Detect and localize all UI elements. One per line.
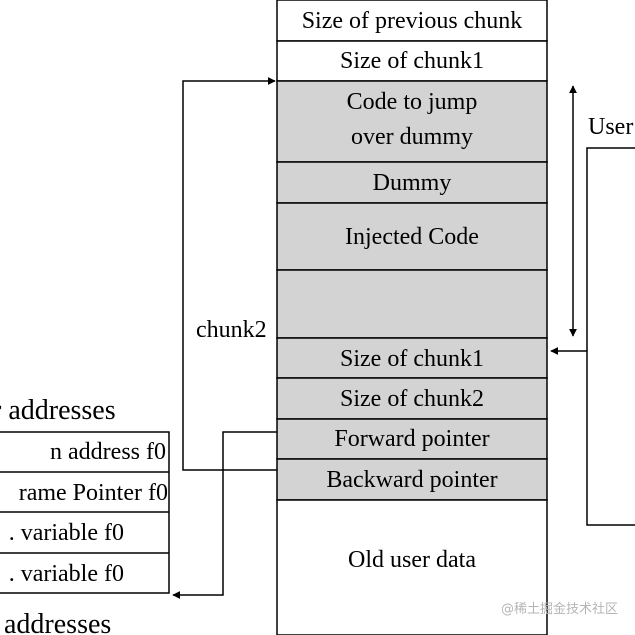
- heap-cell-fwd: [276, 418, 548, 460]
- heap-cell-prev-size: [276, 0, 548, 42]
- user-pointer-bracket: [586, 147, 635, 526]
- heap-cell-label-size2: Size of chunk2: [340, 386, 484, 412]
- forward-pointer-arrow: [172, 431, 277, 599]
- heap-cell-label-dummy: Dummy: [373, 170, 452, 196]
- user-label: User: [588, 114, 633, 140]
- watermark: @稀土掘金技术社区: [501, 601, 618, 617]
- heap-cell-size2: [276, 377, 548, 420]
- chunk2-label: chunk2: [196, 317, 267, 343]
- heap-cell-size1-top: [276, 40, 548, 82]
- backward-pointer-arrow: [182, 77, 277, 471]
- heap-cell-old-data: [276, 499, 548, 635]
- heap-cell-label-jump-code: Code to jump: [347, 89, 478, 115]
- stack-high-addresses-label: r addresses: [0, 395, 116, 426]
- heap-cell-label-injected: Injected Code: [345, 224, 479, 250]
- heap-cell-label-size1-top: Size of chunk1: [340, 48, 484, 74]
- heap-cell-size1-mid: [276, 337, 548, 379]
- heap-cell-bwd: [276, 458, 548, 501]
- stack-row-return-address: n address f0: [50, 439, 166, 465]
- heap-cell-label-old-data: Old user data: [348, 547, 476, 573]
- stack-row-local-variable: . variable f0: [9, 561, 124, 587]
- heap-cell-injected: [276, 202, 548, 271]
- heap-cell-label-prev-size: Size of previous chunk: [302, 8, 523, 34]
- heap-cell-label-bwd: Backward pointer: [326, 467, 497, 493]
- stack-low-addresses-label: addresses: [4, 609, 111, 635]
- stack-row-local-variable: . variable f0: [9, 520, 124, 546]
- stack-frame-box: r addresses n address f0 rame Pointer f0…: [0, 395, 170, 635]
- heap-cell-blank: [276, 269, 548, 339]
- heap-cell-dummy: [276, 161, 548, 204]
- heap-cell-label-fwd: Forward pointer: [334, 426, 489, 452]
- heap-cell-label-jump-code: over dummy: [351, 124, 473, 150]
- heap-cell-label-size1-mid: Size of chunk1: [340, 346, 484, 372]
- stack-row-frame-pointer: rame Pointer f0: [19, 480, 168, 506]
